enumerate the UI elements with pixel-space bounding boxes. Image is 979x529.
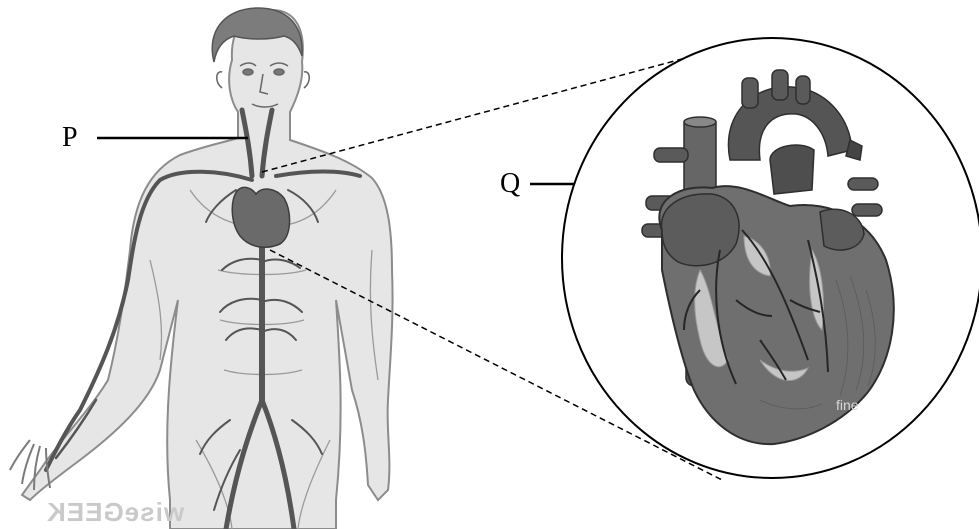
human-figure [10, 8, 393, 529]
label-p: P [62, 124, 78, 152]
magnified-heart-view [562, 38, 979, 478]
circle-watermark: fine [836, 397, 859, 413]
body-silhouette [22, 10, 393, 529]
watermark: wiseGEEK [46, 497, 184, 528]
label-q: Q [500, 170, 520, 198]
